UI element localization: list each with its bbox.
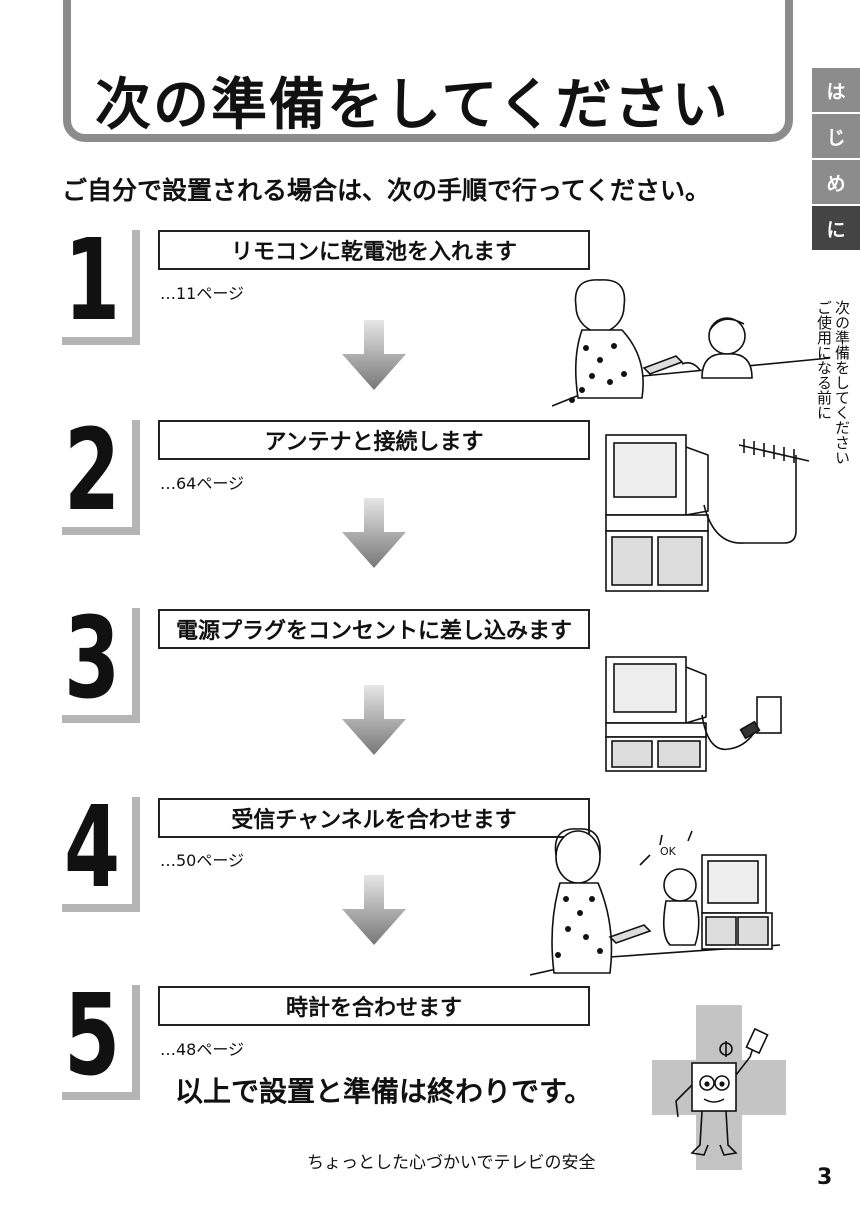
page-ref-4: …50ページ — [160, 847, 244, 871]
step-number-1: 1 — [62, 230, 142, 345]
down-arrow-icon — [342, 498, 406, 568]
down-arrow-icon — [342, 875, 406, 945]
step-number-3: 3 — [62, 608, 142, 723]
remote-battery-illustration — [552, 278, 830, 408]
page-number: 3 — [817, 1165, 832, 1190]
step-number-4: 4 — [62, 797, 142, 912]
tv-plug-illustration — [604, 655, 799, 773]
footer-text: ちょっとした心づかいでテレビの安全 — [307, 1148, 596, 1173]
page-subtitle: ご自分で設置される場合は、次の手順で行ってください。 — [62, 171, 710, 207]
side-tab-char: に — [812, 206, 860, 252]
side-label-line: 次の準備をしてください — [833, 300, 851, 465]
tv-antenna-illustration — [604, 425, 814, 595]
step-label-5: 時計を合わせます — [158, 986, 590, 1026]
side-tab-char: じ — [812, 114, 860, 160]
step-label-3: 電源プラグをコンセントに差し込みます — [158, 609, 590, 649]
step-label-2: アンテナと接続します — [158, 420, 590, 460]
completion-message: 以上で設置と準備は終わりです。 — [175, 1070, 592, 1110]
down-arrow-icon — [342, 320, 406, 390]
ok-label: OK — [660, 845, 677, 858]
page-ref-2: …64ページ — [160, 470, 244, 494]
mascot-illustration — [652, 1005, 786, 1170]
side-tab: は じ め に — [812, 68, 860, 252]
page-ref-1: …11ページ — [160, 280, 244, 304]
side-tab-char: は — [812, 68, 860, 114]
channel-setup-illustration: OK — [530, 825, 782, 977]
down-arrow-icon — [342, 685, 406, 755]
side-tab-char: め — [812, 160, 860, 206]
step-number-2: 2 — [62, 420, 142, 535]
page-title: 次の準備をしてください — [95, 60, 730, 141]
step-label-1: リモコンに乾電池を入れます — [158, 230, 590, 270]
step-number-5: 5 — [62, 985, 142, 1100]
step-label-4: 受信チャンネルを合わせます — [158, 798, 590, 838]
page-ref-5: …48ページ — [160, 1036, 244, 1060]
